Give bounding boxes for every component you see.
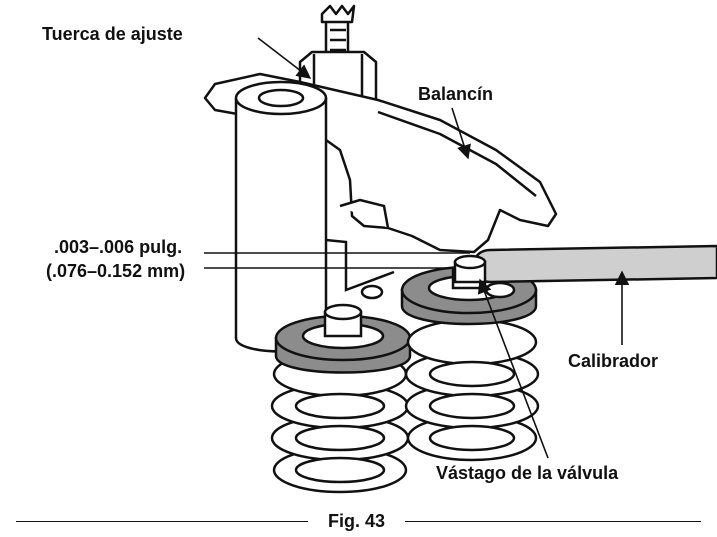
figure-number: Fig. 43 <box>327 511 385 531</box>
feeler-gauge <box>472 244 717 284</box>
adjust-nut-leader <box>257 37 312 79</box>
clearance-mm-label: (.076–0.152 mm) <box>46 261 186 281</box>
gauge-label: Calibrador <box>568 351 659 371</box>
figure-caption: Fig. 43 <box>0 510 717 532</box>
right-valve-spring <box>404 318 540 462</box>
valve-stem <box>453 254 487 284</box>
adjust-nut-label: Tuerca de ajuste <box>42 24 183 44</box>
rocker-arm-leader <box>451 107 471 160</box>
cylinder-head <box>325 238 395 300</box>
caption-rule-left <box>16 521 308 522</box>
valve-stem-leader <box>477 278 549 459</box>
left-valve-retainer <box>274 303 412 374</box>
clearance-inches-label: .003–.006 pulg. <box>54 237 183 257</box>
caption-rule-right <box>405 521 701 522</box>
rocker-stud <box>320 4 356 62</box>
leader-lines <box>204 37 630 459</box>
valve-stem-label: Vástago de la válvula <box>436 463 619 483</box>
post <box>234 80 328 353</box>
rocker-arm-label: Balancín <box>418 84 494 104</box>
left-valve-spring <box>270 350 410 494</box>
